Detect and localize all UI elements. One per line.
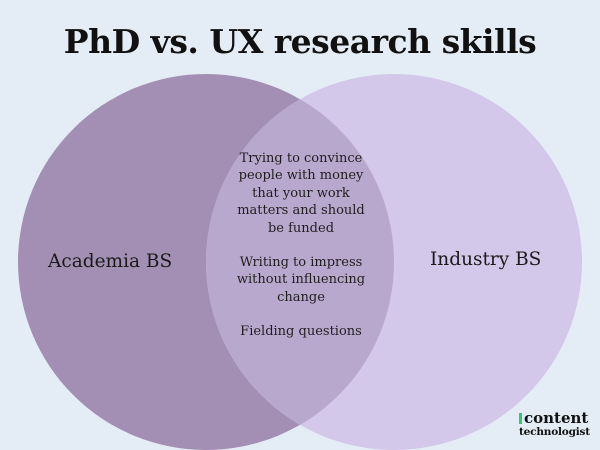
right-circle-label: Industry BS bbox=[430, 249, 542, 270]
left-circle-label: Academia BS bbox=[48, 251, 173, 272]
page-title: PhD vs. UX research skills bbox=[63, 22, 537, 61]
overlap-item: Trying to convince people with money tha… bbox=[237, 151, 365, 236]
overlap-region bbox=[206, 74, 394, 450]
logo-mark-icon bbox=[519, 413, 522, 424]
logo-line-2: technologist bbox=[519, 426, 590, 438]
content-technologist-logo: content technologist bbox=[519, 411, 590, 438]
overlap-item: Fielding questions bbox=[240, 324, 362, 340]
overlap-item: Writing to impress without influencing c… bbox=[236, 255, 366, 305]
overlap-text: Trying to convince people with money tha… bbox=[228, 150, 374, 341]
logo-line-1: content bbox=[524, 409, 589, 427]
